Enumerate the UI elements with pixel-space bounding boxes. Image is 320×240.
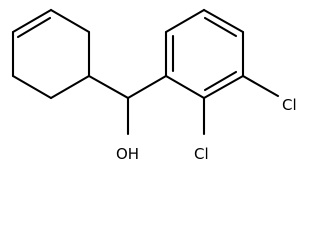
hydroxyl-label: OH xyxy=(116,145,139,163)
bond-ring-c xyxy=(49,74,91,100)
bond-to-chloro-3 xyxy=(241,74,280,98)
bond-aryl-double-3 xyxy=(203,70,238,92)
bond-aryl-f xyxy=(164,74,206,100)
bond-ring-a xyxy=(49,8,91,34)
bond-ring-f xyxy=(11,8,53,34)
chloro-3-label: Cl xyxy=(282,96,297,114)
chloro-2-label: Cl xyxy=(194,145,209,163)
bond-carbinol-to-aryl xyxy=(126,74,168,100)
cyclohexene-ring xyxy=(11,8,91,100)
bond-ring-to-carbinol xyxy=(87,74,130,100)
bond-aryl-c xyxy=(202,8,245,34)
molecule-structure-diagram: OH Cl Cl xyxy=(11,8,297,163)
bond-aryl-b xyxy=(164,8,206,34)
bond-aryl-e xyxy=(202,74,245,100)
carbinol-linker xyxy=(87,74,168,136)
bond-aryl-double-2 xyxy=(203,16,238,38)
bond-ring-d xyxy=(11,74,53,100)
benzene-ring xyxy=(164,8,245,100)
bond-ring-double-inner xyxy=(16,16,52,39)
